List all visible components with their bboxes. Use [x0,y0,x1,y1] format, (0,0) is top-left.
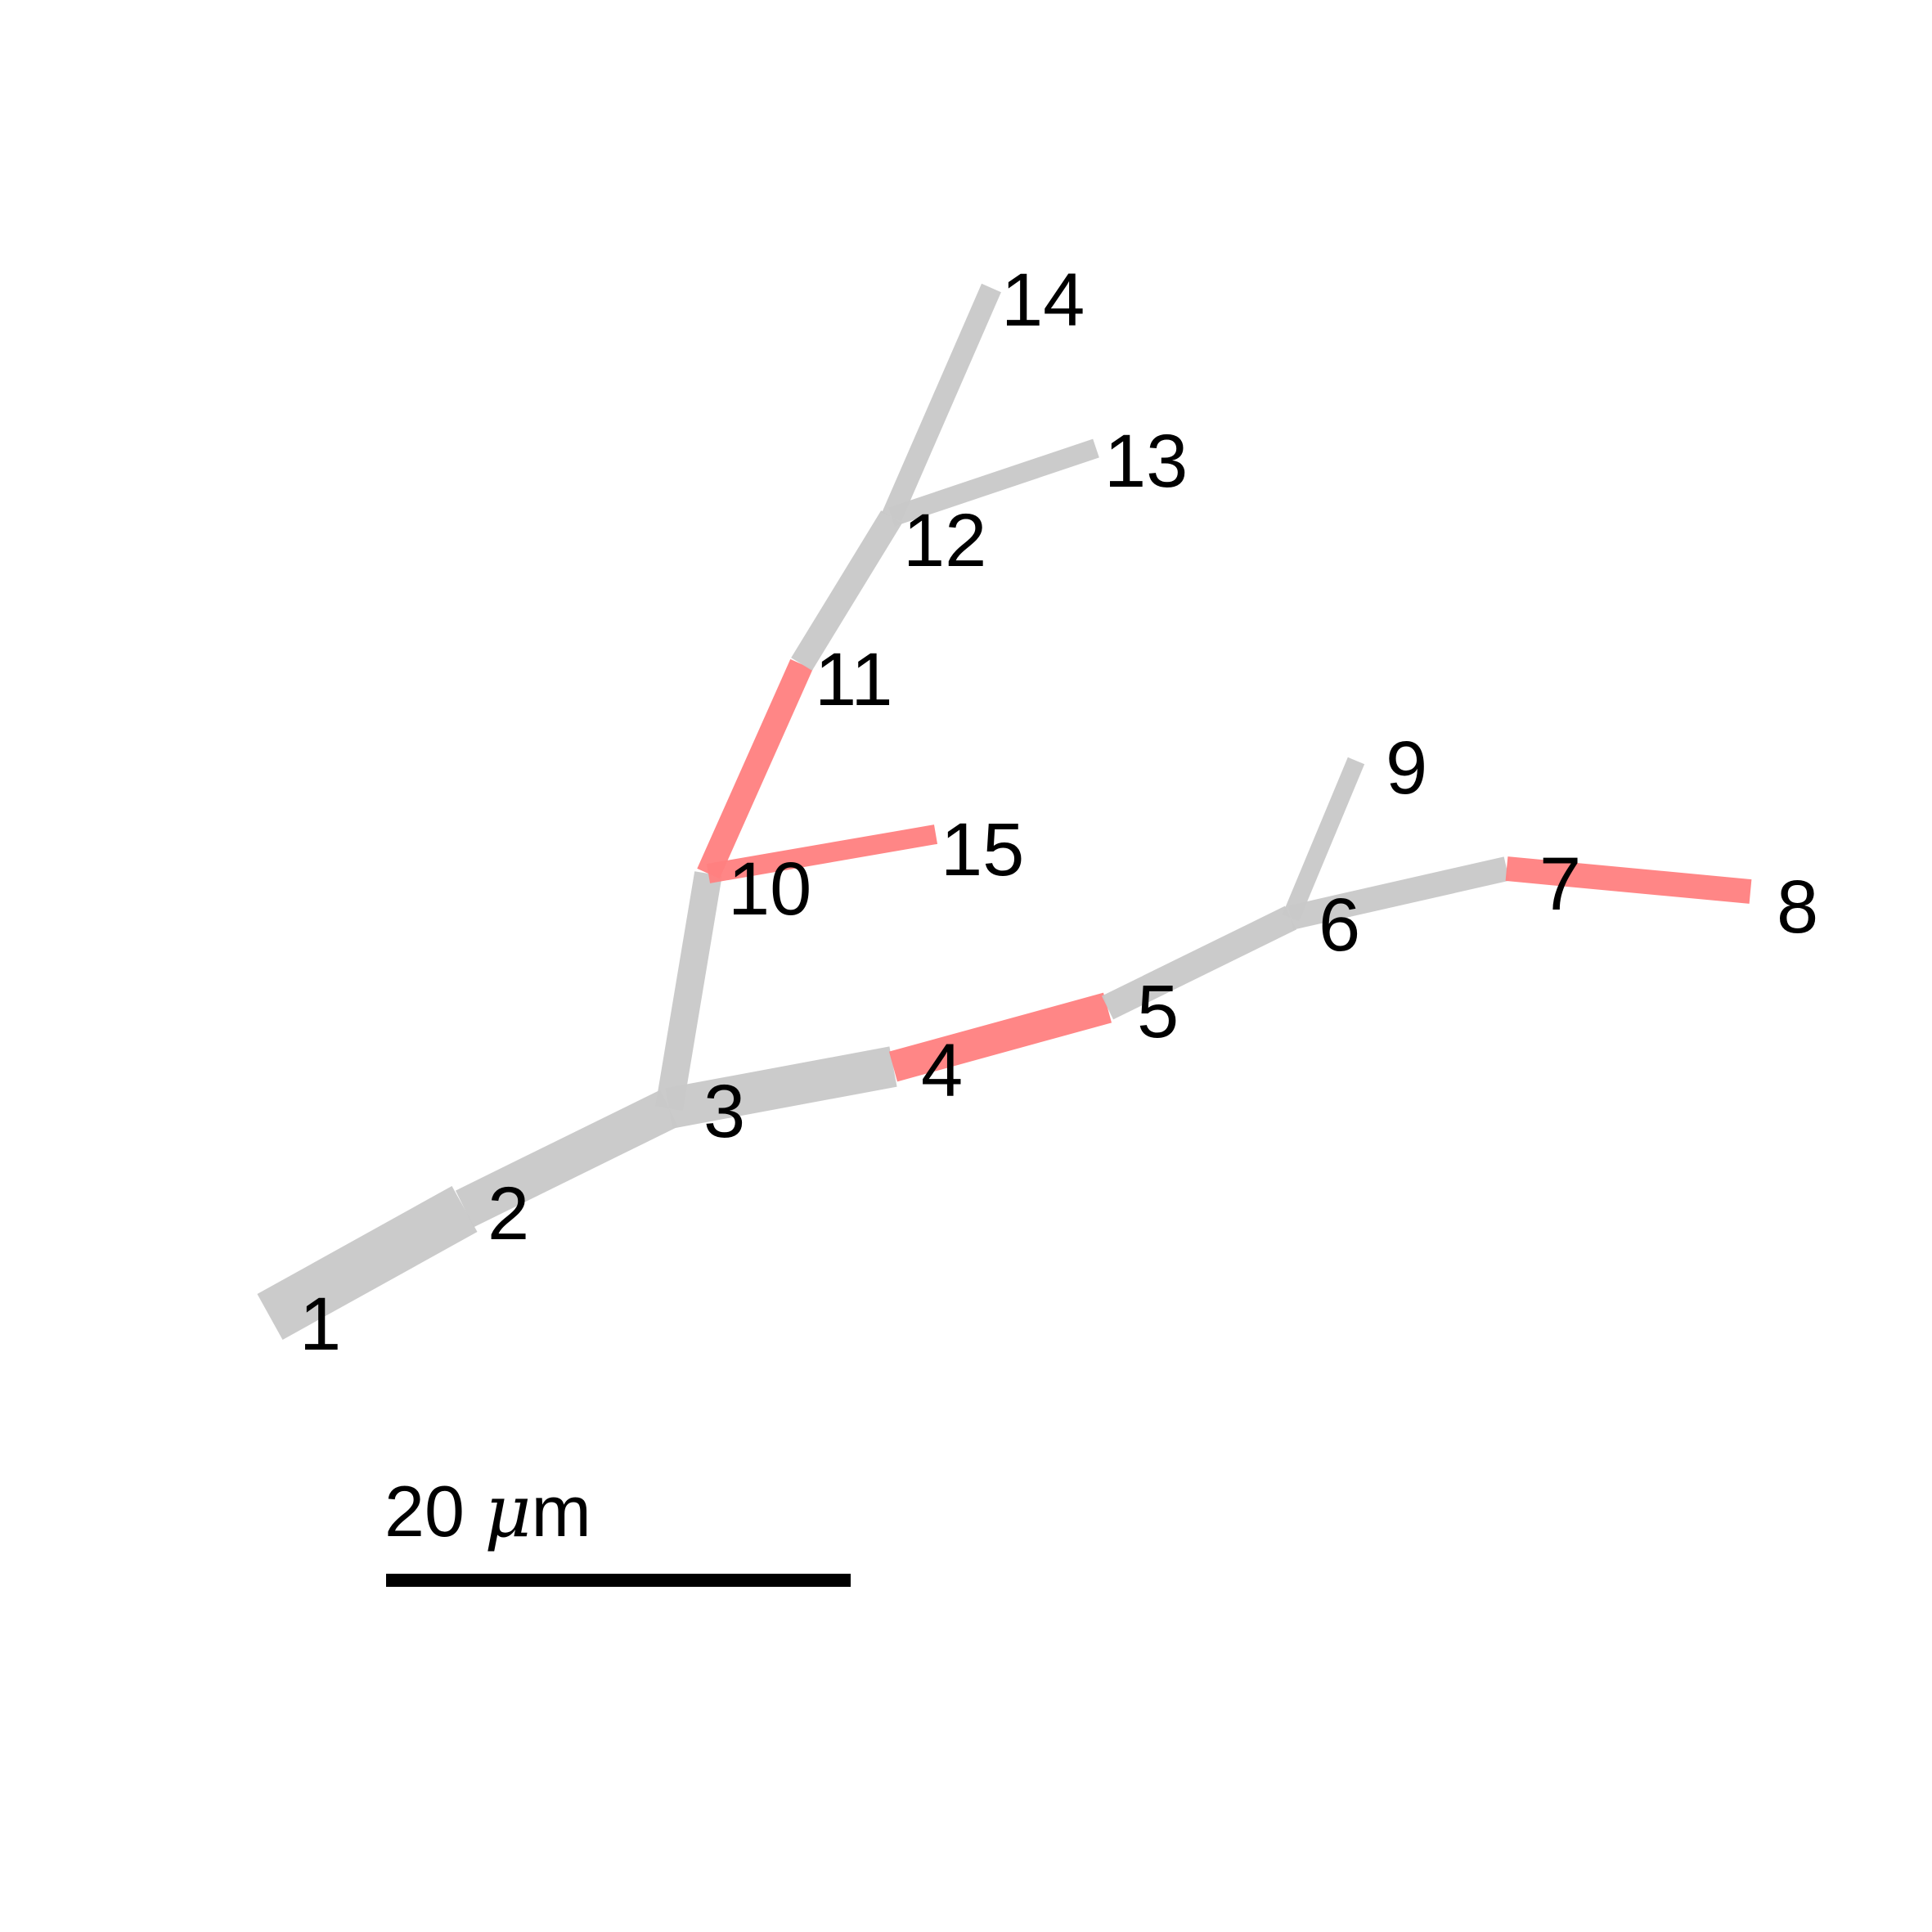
segment-6-9 [1282,757,1365,922]
node-label-15: 15 [941,808,1024,892]
node-label-7: 7 [1539,842,1581,926]
node-label-10: 10 [728,847,811,931]
node-label-4: 4 [921,1029,963,1112]
segment-1-2 [257,1186,478,1340]
node-label-12: 12 [903,499,986,582]
segment-4-5 [888,992,1112,1082]
scale-bar-group: 20 μm [384,1469,851,1587]
segment-3-10 [655,871,722,1111]
segment-3-4 [665,1046,897,1129]
scale-bar-unit-symbol: μ [484,1469,531,1553]
segment-6-7 [1287,856,1510,930]
node-label-3: 3 [703,1070,745,1153]
segment-2-3 [455,1090,679,1228]
segment-12-13 [888,438,1099,527]
node-label-13: 13 [1104,420,1188,503]
scale-bar-label: 20 μm [384,1469,591,1553]
scale-bar-unit-suffix: m [532,1471,591,1552]
node-label-2: 2 [487,1172,529,1256]
node-label-9: 9 [1386,726,1427,810]
node-label-1: 1 [299,1283,341,1366]
segment-7-8 [1505,856,1752,904]
node-label-14: 14 [1001,258,1085,342]
segments-layer [257,283,1752,1340]
segment-12-14 [882,283,1001,522]
node-label-8: 8 [1777,865,1818,949]
node-label-5: 5 [1137,970,1179,1054]
node-label-11: 11 [815,638,893,721]
segment-11-12 [791,510,902,671]
segment-10-15 [706,824,938,883]
node-label-6: 6 [1319,883,1360,967]
segment-5-6 [1101,905,1297,1020]
segment-10-11 [697,658,813,879]
scale-bar-number: 20 [384,1471,465,1552]
node-labels: 1 2 3 4 5 6 7 8 9 10 11 12 13 14 15 [299,258,1818,1366]
